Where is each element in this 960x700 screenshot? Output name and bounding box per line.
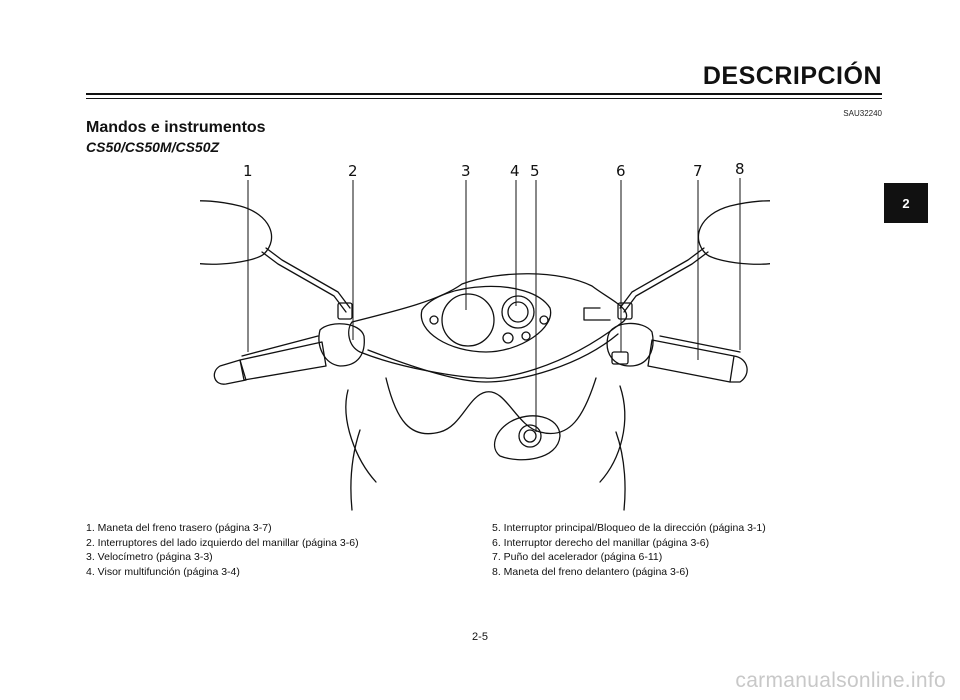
legend-item: 3. Velocímetro (página 3-3)	[86, 551, 213, 563]
model-subtitle: CS50/CS50M/CS50Z	[86, 139, 220, 155]
callout-7: 7	[693, 162, 703, 180]
speedometer	[441, 293, 495, 347]
header-rule-thick	[86, 93, 882, 95]
legend-left: 1. Maneta del freno trasero (página 3-7)…	[86, 521, 476, 579]
right-mirror-stem	[623, 251, 709, 313]
left-switch-housing	[318, 323, 365, 367]
ignition-switch	[518, 424, 542, 448]
left-brake-lever	[241, 335, 319, 357]
left-mirror-mount	[337, 302, 353, 320]
header-rule-thin	[86, 98, 882, 99]
document-code: SAU32240	[843, 109, 882, 118]
handlebar-illustration: 1 2 3 4 5 6 7 8	[200, 160, 770, 511]
left-grip	[239, 341, 327, 381]
chapter-tab[interactable]: 2	[884, 183, 928, 223]
callout-1: 1	[243, 162, 253, 180]
leg-shield	[385, 377, 597, 435]
instrument-pod	[420, 285, 552, 353]
legend-item: 8. Maneta del freno delantero (página 3-…	[492, 565, 689, 578]
multi-function-display	[501, 295, 535, 329]
legend-item: 6. Interruptor derecho del manillar (pág…	[492, 536, 710, 549]
ignition-panel	[493, 415, 561, 461]
left-mirror-stem	[261, 251, 347, 313]
page-number: 2-5	[472, 631, 488, 643]
section-title: Mandos e instrumentos	[86, 119, 266, 136]
legend-right: 5. Interruptor principal/Bloqueo de la d…	[492, 521, 892, 579]
legend-item: 7. Puño del acelerador (página 6-11)	[492, 551, 663, 563]
chapter-title: DESCRIPCIÓN	[702, 62, 882, 90]
callout-2: 2	[348, 162, 358, 180]
right-mirror	[697, 200, 770, 265]
watermark[interactable]: carmanualsonline.info	[735, 669, 946, 692]
legend-item: 2. Interruptores del lado izquierdo del …	[86, 536, 359, 549]
right-switch-housing	[606, 322, 654, 367]
legend-item: 5. Interruptor principal/Bloqueo de la d…	[492, 522, 766, 534]
callout-3: 3	[461, 162, 471, 180]
callout-4: 4	[510, 162, 520, 180]
callout-6: 6	[616, 162, 626, 180]
handlebar-cover	[348, 273, 628, 379]
legend-item: 4. Visor multifunción (página 3-4)	[86, 565, 240, 578]
right-grip	[647, 339, 735, 383]
left-mirror	[200, 200, 273, 265]
callout-8: 8	[735, 160, 745, 178]
legend-item: 1. Maneta del freno trasero (página 3-7)	[86, 522, 272, 534]
callout-5: 5	[530, 162, 540, 180]
right-brake-lever	[659, 335, 741, 353]
